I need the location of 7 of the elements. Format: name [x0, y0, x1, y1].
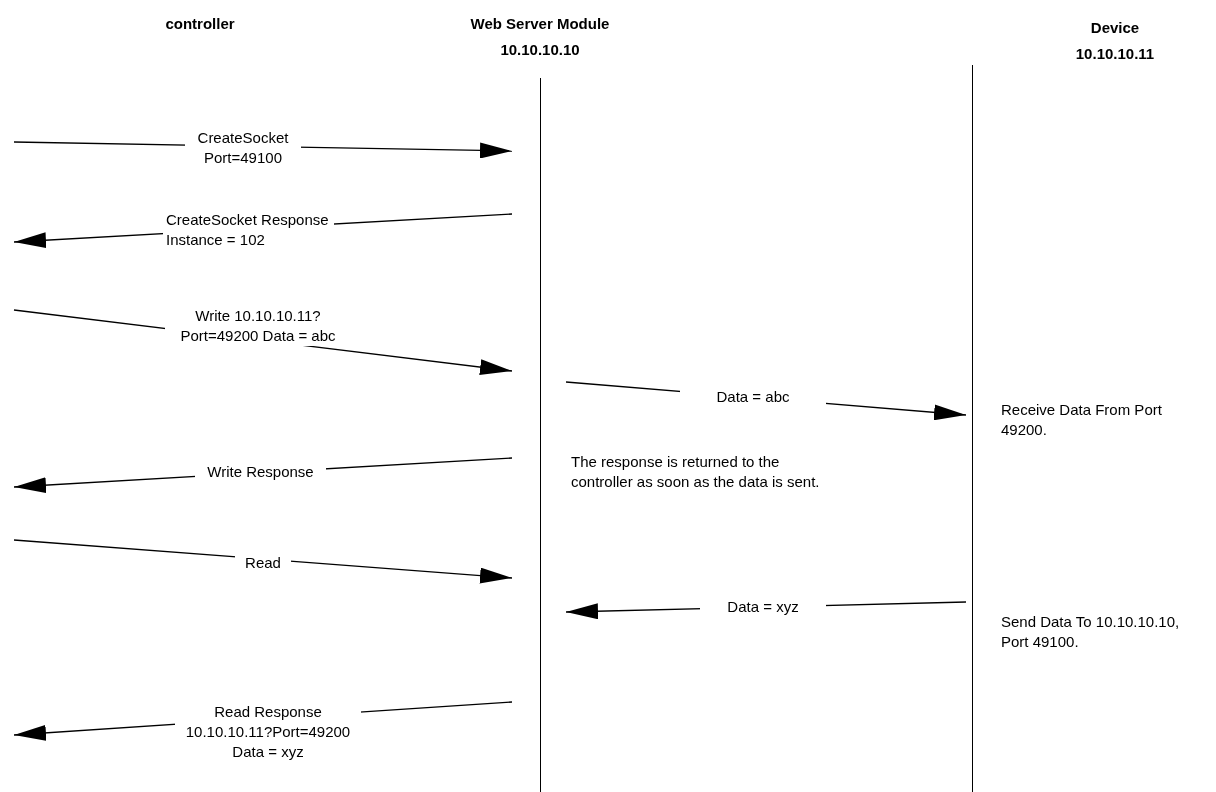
- participant-heading: 10.10.10.10: [499, 40, 581, 60]
- participant-heading: 10.10.10.11: [1074, 44, 1156, 64]
- message-arrow: [13, 539, 513, 584]
- message-label: Data = abc: [680, 387, 826, 407]
- participant-heading: Device: [1089, 18, 1141, 38]
- participant-heading: Web Server Module: [469, 14, 611, 34]
- participant-heading: controller: [164, 14, 236, 34]
